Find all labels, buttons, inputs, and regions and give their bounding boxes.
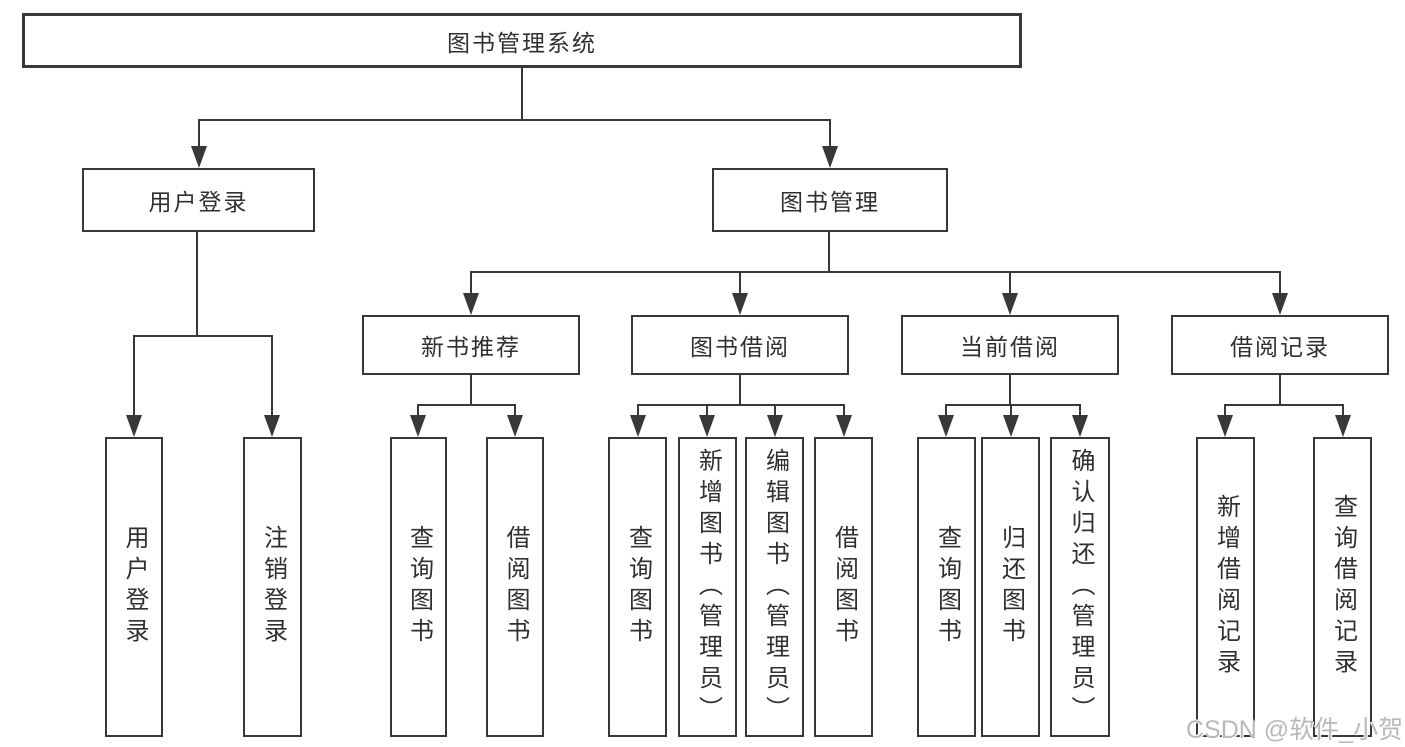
- leaf-query-borrow-record-label: 查询借阅记录: [1329, 494, 1357, 680]
- arrowhead-down-icon: [699, 415, 715, 437]
- connector: [514, 406, 516, 418]
- connector: [470, 375, 472, 405]
- arrowhead-down-icon: [630, 415, 646, 437]
- leaf-confirm-return-admin: 确认归还（管理员）: [1050, 437, 1110, 737]
- leaf-borrow-books-recommend-label: 借阅图书: [502, 525, 529, 649]
- connector: [417, 406, 419, 418]
- node-book-management-label: 图书管理: [780, 189, 880, 215]
- leaf-user-login: 用户登录: [105, 437, 163, 737]
- arrowhead-down-icon: [1335, 415, 1351, 437]
- node-library-system: 图书管理系统: [22, 13, 1022, 68]
- arrowhead-down-icon: [732, 293, 748, 315]
- connector: [198, 121, 200, 148]
- connector: [1009, 273, 1011, 295]
- connector: [198, 119, 831, 121]
- arrowhead-down-icon: [836, 415, 852, 437]
- connector: [521, 68, 523, 120]
- node-current-borrow-label: 当前借阅: [960, 334, 1060, 360]
- connector: [828, 232, 830, 272]
- arrowhead-down-icon: [191, 146, 207, 168]
- leaf-edit-book-admin: 编辑图书（管理员）: [745, 437, 804, 737]
- node-current-borrow: 当前借阅: [901, 315, 1119, 375]
- leaf-confirm-return-admin-label: 确认归还（管理员）: [1067, 447, 1094, 727]
- connector: [706, 406, 708, 418]
- node-book-borrow: 图书借阅: [631, 315, 849, 375]
- leaf-add-book-admin-label: 新增图书（管理员）: [694, 447, 722, 727]
- connector: [271, 337, 273, 417]
- connector: [1279, 273, 1281, 295]
- connector: [637, 404, 845, 406]
- connector: [133, 337, 135, 417]
- leaf-user-login-label: 用户登录: [121, 525, 148, 649]
- node-library-system-label: 图书管理系统: [447, 29, 597, 56]
- node-user-login: 用户登录: [82, 168, 315, 232]
- arrowhead-down-icon: [126, 415, 142, 437]
- leaf-return-books-label: 归还图书: [997, 525, 1025, 649]
- arrowhead-down-icon: [410, 415, 426, 437]
- connector: [774, 406, 776, 418]
- connector: [739, 375, 741, 405]
- leaf-borrow-books: 借阅图书: [814, 437, 873, 737]
- connector: [1279, 375, 1281, 405]
- leaf-query-books-borrow: 查询图书: [608, 437, 667, 737]
- leaf-borrow-books-label: 借阅图书: [830, 525, 858, 649]
- leaf-edit-book-admin-label: 编辑图书（管理员）: [761, 447, 789, 727]
- connector: [637, 406, 639, 418]
- arrowhead-down-icon: [264, 415, 280, 437]
- connector: [1010, 406, 1012, 418]
- connector: [470, 271, 1281, 273]
- leaf-return-books: 归还图书: [981, 437, 1040, 737]
- arrowhead-down-icon: [1072, 415, 1088, 437]
- arrowhead-down-icon: [507, 415, 523, 437]
- node-new-book-recommend: 新书推荐: [362, 315, 580, 375]
- node-book-borrow-label: 图书借阅: [690, 334, 790, 360]
- node-new-book-recommend-label: 新书推荐: [421, 334, 521, 360]
- arrowhead-down-icon: [1002, 293, 1018, 315]
- connector: [1342, 406, 1344, 418]
- arrowhead-down-icon: [767, 415, 783, 437]
- arrowhead-down-icon: [938, 415, 954, 437]
- connector: [843, 406, 845, 418]
- leaf-add-book-admin: 新增图书（管理员）: [678, 437, 737, 737]
- arrowhead-down-icon: [1217, 415, 1233, 437]
- leaf-add-borrow-record-label: 新增借阅记录: [1212, 494, 1240, 680]
- leaf-query-books-recommend-label: 查询图书: [405, 525, 433, 649]
- arrowhead-down-icon: [1272, 293, 1288, 315]
- connector: [1224, 404, 1344, 406]
- node-borrow-records: 借阅记录: [1171, 315, 1389, 375]
- arrowhead-down-icon: [1003, 415, 1019, 437]
- leaf-add-borrow-record: 新增借阅记录: [1196, 437, 1255, 737]
- connector: [417, 404, 516, 406]
- connector: [945, 406, 947, 418]
- leaf-query-books-current: 查询图书: [917, 437, 976, 737]
- connector: [829, 121, 831, 148]
- connector: [945, 404, 1081, 406]
- node-user-login-label: 用户登录: [148, 189, 249, 215]
- watermark: CSDN @软件_小贺同学: [1186, 716, 1405, 744]
- arrowhead-down-icon: [822, 146, 838, 168]
- connector: [1079, 406, 1081, 418]
- connector: [133, 335, 273, 337]
- connector: [1009, 375, 1011, 405]
- node-book-management: 图书管理: [712, 168, 948, 232]
- leaf-logout-label: 注销登录: [259, 525, 287, 649]
- connector: [196, 232, 198, 336]
- node-borrow-records-label: 借阅记录: [1230, 334, 1330, 360]
- leaf-query-borrow-record: 查询借阅记录: [1313, 437, 1372, 737]
- leaf-query-books-current-label: 查询图书: [933, 525, 961, 649]
- arrowhead-down-icon: [463, 293, 479, 315]
- leaf-borrow-books-recommend: 借阅图书: [486, 437, 544, 737]
- leaf-query-books-borrow-label: 查询图书: [624, 525, 652, 649]
- connector: [470, 273, 472, 295]
- leaf-query-books-recommend: 查询图书: [390, 437, 447, 737]
- connector: [739, 273, 741, 295]
- leaf-logout: 注销登录: [243, 437, 302, 737]
- connector: [1224, 406, 1226, 418]
